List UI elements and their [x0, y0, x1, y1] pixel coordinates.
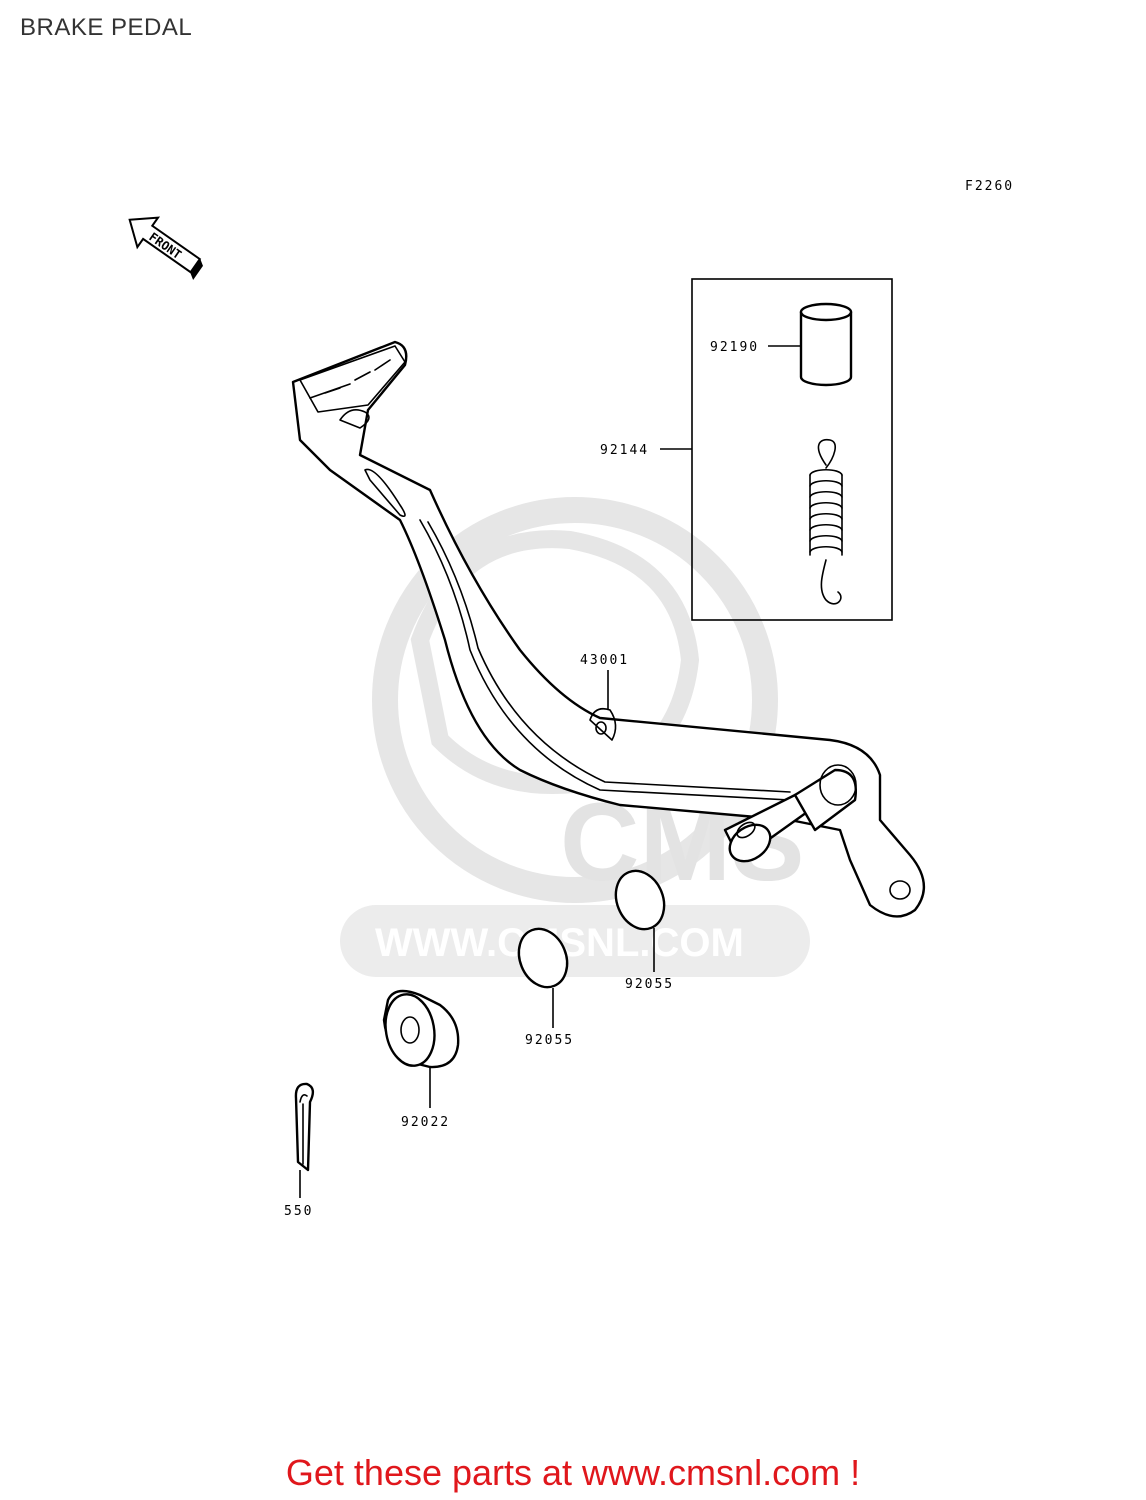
part-number-92190: 92190	[710, 340, 759, 355]
spring-92144	[809, 438, 843, 605]
cotter-pin-550	[294, 1082, 315, 1172]
part-number-550: 550	[284, 1204, 313, 1219]
front-arrow-icon: FRONT	[128, 216, 203, 280]
o-ring-92055-left	[517, 927, 569, 989]
watermark-url-band	[340, 905, 810, 977]
collar-92190	[799, 302, 853, 387]
watermark-logo-ring	[372, 497, 778, 903]
part-number-92055-right: 92055	[625, 977, 674, 992]
page-title: BRAKE PEDAL	[20, 14, 193, 41]
figure-code: F2260	[965, 179, 1014, 194]
o-ring-92055-right	[614, 869, 666, 931]
part-number-92144: 92144	[600, 443, 649, 458]
part-number-92022: 92022	[401, 1115, 450, 1130]
part-number-43001: 43001	[580, 653, 629, 668]
part-number-92055-left: 92055	[525, 1033, 574, 1048]
watermark-mascot	[410, 530, 700, 794]
brake-pedal-43001	[291, 340, 926, 918]
footer-cta[interactable]: Get these parts at www.cmsnl.com !	[285, 1452, 861, 1493]
cms-watermark: CMS WWW.CMSNL.COM	[340, 497, 810, 977]
washer-92022	[382, 989, 460, 1069]
